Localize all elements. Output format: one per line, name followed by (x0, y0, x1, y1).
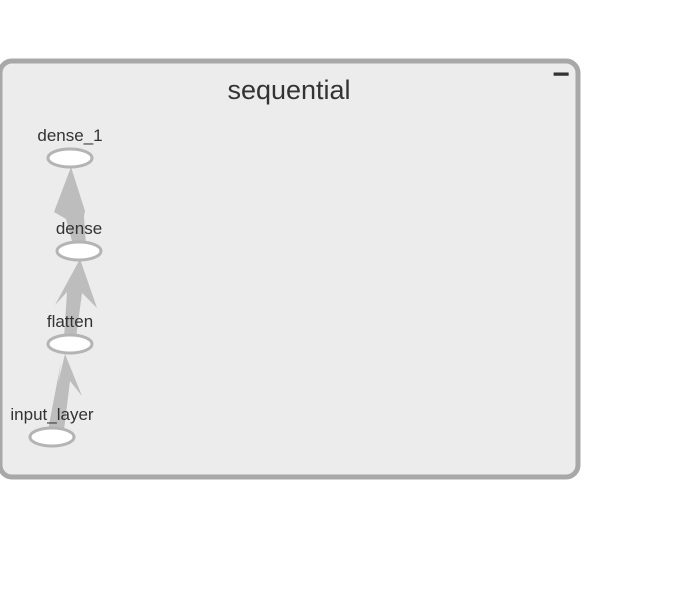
group-box[interactable] (0, 58, 581, 480)
edge-dense-to-dense_1[interactable] (54, 167, 86, 245)
node-input_layer[interactable]: input_layer (10, 405, 94, 448)
node-flatten[interactable]: flatten (46, 312, 94, 355)
node-label: dense (56, 219, 102, 238)
node-label: flatten (47, 312, 93, 331)
node-ellipse[interactable] (46, 333, 94, 355)
node-dense[interactable]: dense (55, 219, 103, 262)
node-label: input_layer (10, 405, 94, 424)
node-ellipse[interactable] (28, 426, 76, 448)
node-ellipse[interactable] (55, 240, 103, 262)
node-dense_1[interactable]: dense_1 (37, 126, 103, 169)
node-label: dense_1 (37, 126, 102, 145)
group-sequential[interactable]: sequential − (0, 58, 581, 480)
node-ellipse[interactable] (46, 147, 94, 169)
group-title: sequential (227, 75, 350, 105)
edge-input_layer-to-flatten[interactable] (48, 354, 82, 430)
nodes-layer: dense_1 dense flatten input_layer (10, 126, 103, 448)
edge-flatten-to-dense[interactable] (55, 259, 97, 338)
edges-layer (48, 167, 97, 430)
collapse-button[interactable]: − (552, 58, 570, 91)
